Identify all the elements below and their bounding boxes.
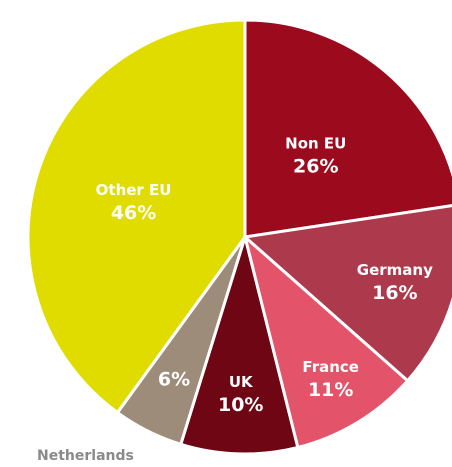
slice-name-non-eu: Non EU [285, 135, 346, 153]
slice-name-other-eu: Other EU [96, 181, 172, 199]
pie-slice-non-eu [243, 18, 452, 239]
pie-slice-uk [179, 235, 300, 456]
slice-name-germany: Germany [357, 261, 433, 279]
slice-percent-other-eu: 46% [111, 202, 156, 224]
slice-percent-germany: 16% [372, 282, 417, 304]
pie-slice-other-eu [26, 18, 247, 415]
slice-percent-uk: 10% [218, 394, 263, 416]
slice-percent-non-eu: 26% [293, 156, 338, 178]
slice-name-france: France [302, 358, 359, 376]
slice-name-uk: UK [229, 373, 254, 391]
slice-percent-netherlands: 6% [158, 369, 190, 391]
slice-percent-france: 11% [308, 379, 353, 401]
slice-name-netherlands: Netherlands [37, 448, 134, 464]
pie-slice-germany [243, 204, 452, 383]
